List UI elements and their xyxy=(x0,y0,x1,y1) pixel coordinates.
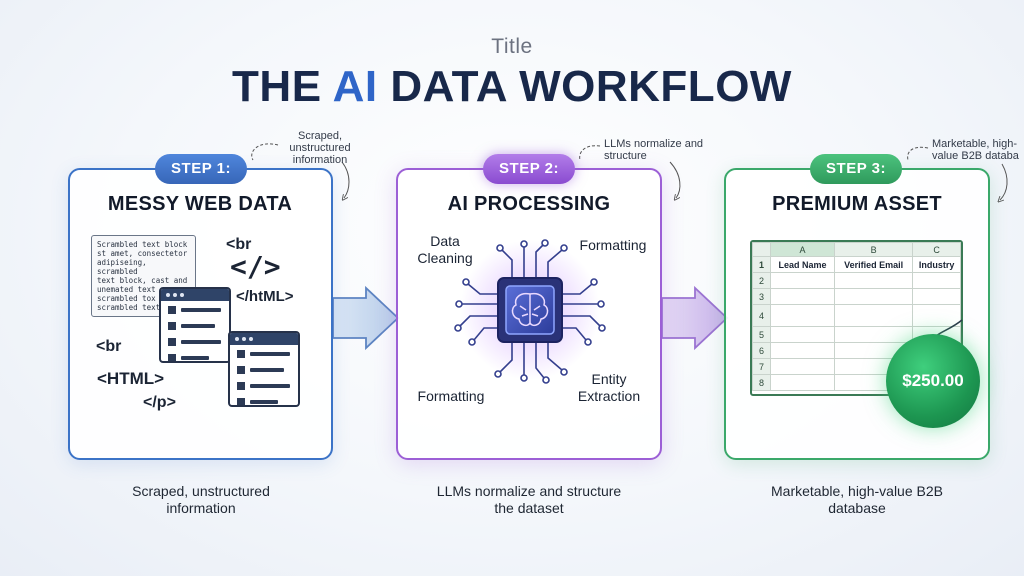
row-header: 2 xyxy=(752,272,771,289)
code-icon: </> xyxy=(230,250,281,283)
data-cleaning-label: Data Cleaning xyxy=(417,233,473,266)
code-snippet-br-2: <br xyxy=(96,338,122,355)
step-1-title: MESSY WEB DATA xyxy=(107,193,293,215)
formatting-label-top: Formatting xyxy=(579,237,647,253)
price-tag: $250.00 xyxy=(886,334,980,428)
subtitle-label: Title xyxy=(491,35,533,58)
row-header: 1 xyxy=(752,256,771,273)
step-2-caption: LLMs normalize and structure the dataset xyxy=(436,483,622,516)
annotation-curve-1 xyxy=(251,143,279,161)
row-header: 6 xyxy=(752,342,771,359)
field-cell: Verified Email xyxy=(833,256,914,273)
code-snippet-close-html: </htML> xyxy=(236,288,294,305)
step-3-annotation: Marketable, high-value B2B databa xyxy=(932,138,1019,162)
title-accent: AI xyxy=(332,62,378,111)
step-1-badge: STEP 1: xyxy=(155,154,247,184)
annotation-curve-2 xyxy=(579,145,601,161)
corner-cell xyxy=(752,242,771,257)
step-2-annotation: LLMs normalize and structure xyxy=(604,138,704,162)
step-1-annotation: Scraped, unstructured information xyxy=(289,130,351,166)
row-header: 5 xyxy=(752,326,771,343)
formatting-label-bottom: Formatting xyxy=(417,388,485,404)
step-1-caption: Scraped, unstructured information xyxy=(132,483,270,516)
row-header: 7 xyxy=(752,358,771,375)
field-cell: Lead Name xyxy=(770,256,835,273)
column-header: C xyxy=(912,242,961,257)
column-header: A xyxy=(770,242,835,257)
title-prefix: THE xyxy=(232,62,333,111)
step-2-title: AI PROCESSING xyxy=(447,193,611,215)
row-header: 3 xyxy=(752,288,771,305)
title-suffix: DATA WORKFLOW xyxy=(377,62,792,111)
code-snippet-br: <br xyxy=(226,236,252,253)
flow-arrow-1 xyxy=(332,285,400,351)
ai-chip-icon xyxy=(454,239,606,384)
step-3-badge: STEP 3: xyxy=(810,154,902,184)
flow-arrow-2 xyxy=(661,285,729,351)
column-header: B xyxy=(833,242,914,257)
browser-window-icon xyxy=(159,287,231,363)
step-3-caption: Marketable, high-value B2B database xyxy=(771,483,943,516)
annotation-curve-3 xyxy=(907,146,929,161)
step-3-title: PREMIUM ASSET xyxy=(772,193,942,215)
annotation-curve-3b xyxy=(1000,163,1008,200)
code-snippet-html: <HTML> xyxy=(97,369,165,388)
field-cell: Industry xyxy=(912,256,961,273)
row-header: 4 xyxy=(752,304,771,327)
annotation-curve-1b xyxy=(342,161,350,198)
row-header: 8 xyxy=(752,374,771,391)
page-title: THE AI DATA WORKFLOW xyxy=(0,62,1024,112)
entity-extraction-label: Entity Extraction xyxy=(577,371,641,404)
code-snippet-p: </p> xyxy=(143,394,176,411)
browser-window-icon xyxy=(228,331,300,407)
step-2-badge: STEP 2: xyxy=(483,154,575,184)
annotation-curve-2b xyxy=(669,161,681,198)
